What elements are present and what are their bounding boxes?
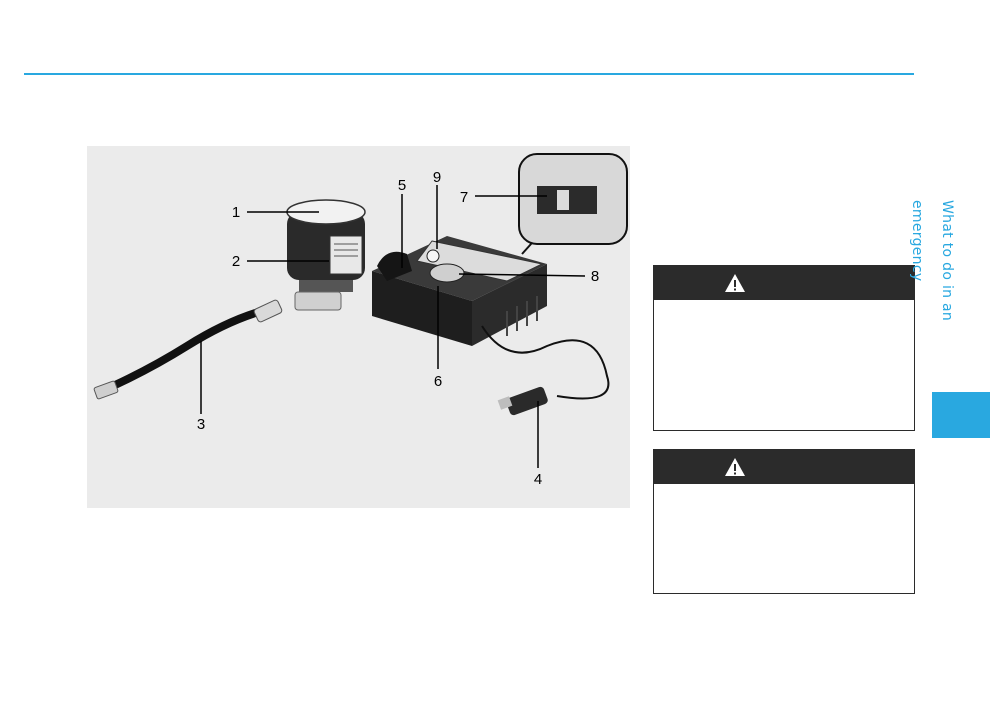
header-rule bbox=[24, 73, 914, 75]
kit-drawing: 1 2 3 4 5 6 7 8 9 bbox=[93, 153, 628, 488]
warning-triangle-icon bbox=[725, 458, 745, 476]
warning-triangle-icon bbox=[725, 274, 745, 292]
callout-9: 9 bbox=[433, 169, 441, 186]
warning-box-1 bbox=[653, 265, 915, 431]
callout-4: 4 bbox=[534, 471, 542, 488]
warning-header bbox=[654, 450, 914, 484]
callout-2: 2 bbox=[232, 253, 240, 270]
callout-8: 8 bbox=[591, 268, 599, 285]
callout-3: 3 bbox=[197, 416, 205, 433]
warning-header bbox=[654, 266, 914, 300]
callout-6: 6 bbox=[434, 373, 442, 390]
callout-1: 1 bbox=[232, 204, 240, 221]
callout-5: 5 bbox=[398, 177, 406, 194]
chapter-tab-marker bbox=[932, 392, 990, 438]
warning-box-2 bbox=[653, 449, 915, 594]
callout-7: 7 bbox=[460, 189, 468, 206]
tire-mobility-kit-illustration: 1 2 3 4 5 6 7 8 9 bbox=[87, 146, 630, 508]
chapter-tab-label[interactable]: What to do in an emergency bbox=[909, 200, 955, 322]
